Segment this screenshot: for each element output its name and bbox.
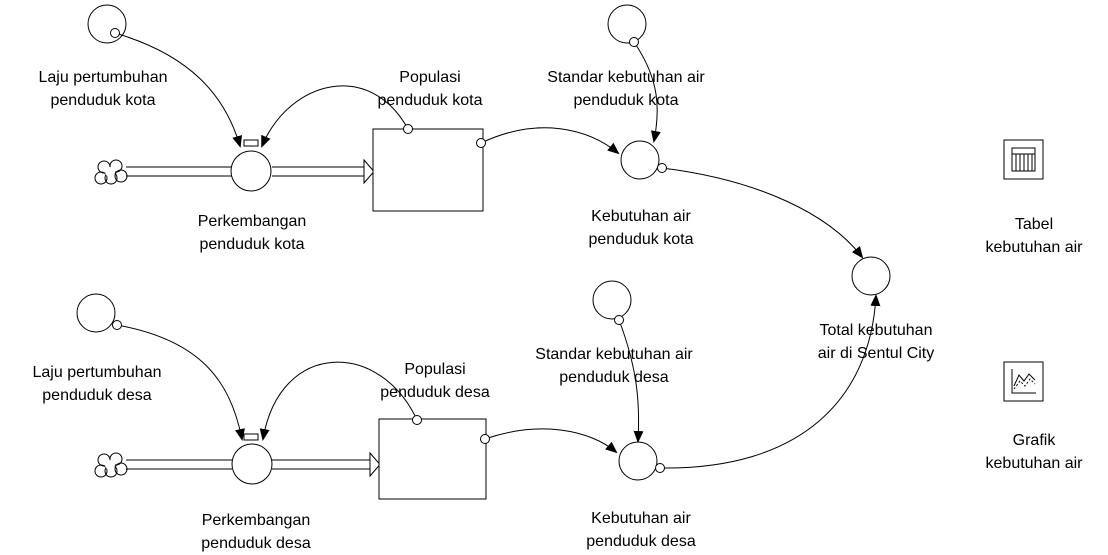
standar-kota-converter [607, 4, 647, 44]
laju-kota-converter [87, 4, 127, 44]
laju-desa-converter [76, 293, 116, 333]
cloud-source-icon [94, 159, 128, 185]
perkembangan-kota-valve [230, 150, 272, 192]
kebutuhan-desa-converter [618, 441, 658, 481]
connector-arrows [114, 32, 881, 469]
standar-desa-converter [592, 280, 632, 320]
flow-pipe-kota [126, 158, 375, 185]
populasi-kota-stock [372, 128, 484, 212]
kebutuhan-kota-converter [620, 140, 660, 180]
valve-stems [243, 139, 259, 441]
graph-icon [1003, 361, 1044, 402]
cloud-source-icon [94, 452, 128, 478]
total-converter [851, 256, 891, 296]
connector-origins [110, 28, 667, 473]
table-icon [1003, 139, 1044, 180]
flow-pipe-desa [126, 451, 381, 478]
perkembangan-desa-valve [231, 443, 273, 485]
populasi-desa-stock [378, 418, 487, 500]
